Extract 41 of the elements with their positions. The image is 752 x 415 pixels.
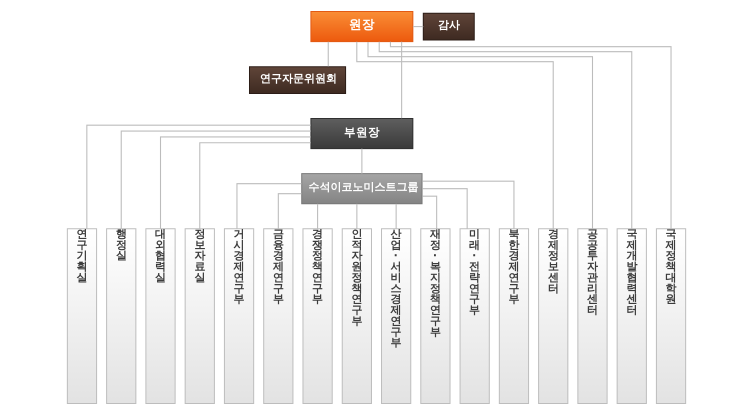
connector bbox=[327, 42, 328, 66]
node-box: 연구기획실 bbox=[66, 228, 97, 404]
connector bbox=[236, 183, 302, 229]
connector bbox=[356, 204, 357, 229]
node-box: 부원장 bbox=[310, 118, 413, 150]
connector bbox=[395, 204, 396, 229]
node-box: 인적자원정책연구부 bbox=[341, 228, 372, 404]
connector bbox=[412, 26, 423, 28]
connector bbox=[277, 193, 302, 229]
node-box: 국제개발협력센터 bbox=[616, 228, 646, 404]
node-box: 금융경제연구부 bbox=[262, 228, 293, 404]
node-box: 공공투자관리센터 bbox=[576, 228, 608, 404]
connector bbox=[422, 188, 468, 229]
connector bbox=[316, 204, 318, 229]
node-box: 대외협력실 bbox=[144, 228, 176, 404]
connector bbox=[360, 148, 362, 174]
node-box: 정보자료실 bbox=[184, 228, 214, 404]
node-box: 북한경제연구부 bbox=[498, 228, 529, 404]
node-box: 원장 bbox=[310, 11, 413, 42]
connector bbox=[400, 42, 402, 118]
node-box: 재정·복지정책연구부 bbox=[420, 228, 450, 404]
node-box: 수석이코노미스트그룹 bbox=[300, 173, 422, 204]
connector bbox=[120, 130, 310, 229]
connector bbox=[422, 196, 437, 229]
node-box: 행정실 bbox=[106, 228, 136, 404]
node-box: 감사 bbox=[422, 12, 474, 40]
connector bbox=[389, 42, 672, 229]
connector bbox=[159, 136, 310, 229]
node-box: 거시경제연구부 bbox=[223, 228, 254, 404]
node-box: 연구자문위원회 bbox=[248, 66, 346, 94]
node-box: 미래·전략연구부 bbox=[459, 228, 490, 404]
connector bbox=[422, 180, 514, 229]
node-box: 경제정보센터 bbox=[538, 228, 568, 404]
connector bbox=[356, 42, 554, 229]
connector bbox=[378, 42, 632, 229]
node-box: 경쟁정책연구부 bbox=[302, 228, 332, 404]
connector bbox=[198, 142, 310, 229]
connector bbox=[366, 42, 593, 229]
node-box: 산업·서비스경제연구부 bbox=[380, 228, 411, 404]
node-box: 국제정책대학원 bbox=[655, 228, 686, 404]
connector bbox=[86, 124, 310, 229]
